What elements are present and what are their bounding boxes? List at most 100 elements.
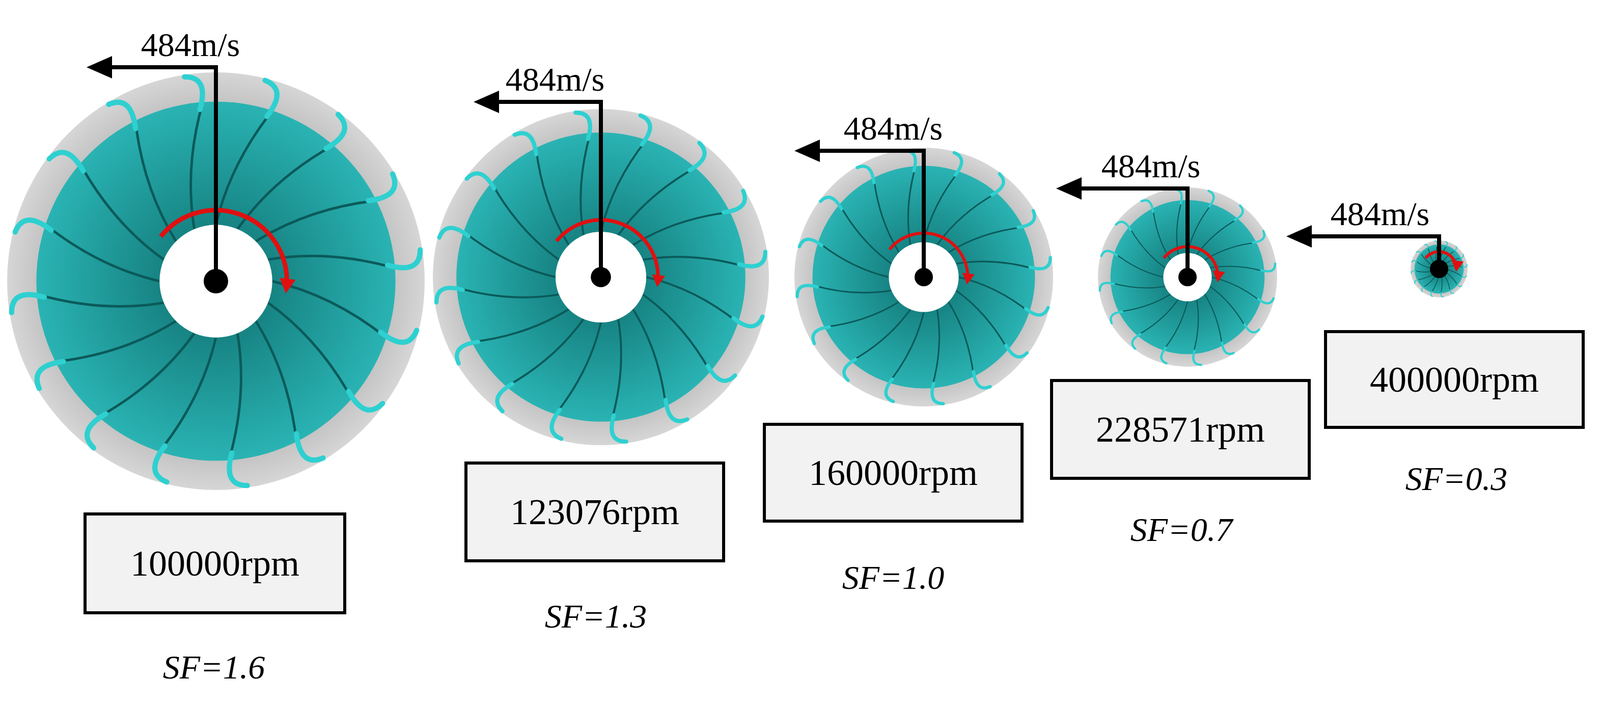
blade-edge	[536, 147, 569, 245]
blade-edge	[618, 167, 696, 235]
blade-edge	[888, 312, 924, 383]
velocity-arrow	[493, 101, 601, 278]
blade-edge	[456, 287, 560, 298]
velocity-arrowhead	[1286, 225, 1312, 248]
blade-tip	[184, 76, 203, 110]
center-dot	[1429, 259, 1449, 279]
blade-tip	[1411, 270, 1416, 274]
blade-tip	[551, 409, 562, 439]
speed-text: 160000rpm	[808, 451, 978, 494]
blade-edge	[1137, 299, 1179, 336]
turbine-wheel	[1056, 177, 1278, 367]
blade-tip	[1110, 311, 1122, 324]
blade-tip	[229, 452, 247, 486]
speed-text: 400000rpm	[1369, 358, 1539, 401]
blade-tip	[1244, 324, 1260, 333]
blade-edge	[1110, 282, 1166, 288]
blade-edge	[215, 110, 273, 225]
blade-tip	[1462, 264, 1468, 268]
blade-tip	[11, 294, 45, 313]
blade-tip	[723, 190, 746, 213]
blade-tip	[1421, 287, 1424, 292]
blade-tip	[1101, 251, 1117, 257]
blade-edge	[229, 333, 242, 460]
velocity-arrowhead	[1056, 177, 1082, 200]
blade-tip	[368, 173, 395, 201]
velocity-label: 484m/s	[1101, 146, 1201, 186]
rotation-arrow	[556, 219, 658, 276]
blade-edge	[850, 309, 911, 362]
center-dot	[914, 267, 933, 287]
blade-edge	[873, 177, 900, 253]
blade-edge	[948, 227, 1024, 253]
speed-box: 400000rpm	[1323, 329, 1585, 429]
blade-edge	[958, 277, 1030, 313]
blade-tip	[387, 249, 421, 268]
blade-tip	[1161, 347, 1167, 364]
blade-edge	[237, 145, 334, 230]
scale-factor-label: SF=0.7	[1130, 510, 1233, 549]
blade-tip	[439, 227, 469, 238]
blade-tip	[665, 399, 687, 422]
blade-edge	[272, 281, 387, 338]
blade-tip	[1459, 254, 1464, 258]
blade-tip	[37, 361, 64, 389]
blade-edge	[36, 294, 164, 307]
blade-tip	[738, 251, 766, 266]
blade-tip	[991, 173, 1004, 195]
scale-factor-label: SF=1.3	[544, 596, 647, 636]
blade-tip	[575, 112, 590, 140]
blade-tip	[436, 287, 463, 302]
blade-edge	[839, 204, 892, 264]
center-dot	[1178, 267, 1197, 287]
rotation-arrowhead	[1212, 270, 1226, 283]
blade-tip	[886, 378, 894, 402]
blade-tip	[1457, 284, 1462, 287]
blade-edge	[1204, 294, 1223, 347]
blade-tip	[973, 371, 991, 388]
scale-factor-label: SF=1.6	[162, 647, 265, 687]
velocity-label: 484m/s	[843, 108, 943, 148]
blade-tip	[1222, 342, 1234, 354]
velocity-arrowhead	[86, 56, 113, 79]
scale-factor-label: SF=0.3	[1405, 459, 1508, 499]
velocity-arrow	[1076, 188, 1188, 278]
speed-box: 160000rpm	[762, 422, 1024, 523]
blade-tip	[380, 329, 417, 342]
blade-tip	[904, 150, 916, 171]
scale-factor-label: SF=1.0	[842, 558, 945, 597]
blade-tip	[348, 391, 383, 410]
speed-text: 228571rpm	[1095, 408, 1265, 451]
blade-tip	[1141, 200, 1154, 212]
turbine-wheel	[1286, 225, 1468, 298]
blade-tip	[954, 152, 962, 176]
blade-tip	[1414, 280, 1419, 284]
blade-tip	[1430, 291, 1433, 297]
blade-edge	[936, 192, 997, 245]
blade-tip	[1099, 282, 1115, 291]
blade-tip	[1435, 240, 1438, 246]
rotation-arrowhead	[652, 274, 666, 287]
blade-edge	[98, 333, 195, 418]
blade-tip	[1424, 244, 1428, 248]
blade-tip	[87, 413, 106, 448]
blade-edge	[600, 140, 647, 232]
blade-edge	[1128, 226, 1166, 268]
blade-tip	[325, 114, 345, 149]
blade-tip	[497, 383, 513, 412]
blade-tip	[1208, 190, 1214, 207]
blade-tip	[1450, 289, 1454, 294]
blade-tip	[264, 80, 277, 117]
velocity-arrow	[106, 67, 216, 282]
center-dot	[203, 268, 229, 294]
blade-edge	[491, 182, 559, 260]
blade-tip	[820, 197, 842, 209]
blade-edge	[1209, 286, 1247, 328]
blade-tip	[857, 166, 875, 183]
blade-tip	[1416, 251, 1421, 254]
blade-edge	[1118, 294, 1171, 312]
blade-edge	[955, 290, 1008, 350]
velocity-label: 484m/s	[141, 25, 240, 65]
blade-tip	[108, 102, 136, 129]
blade-tip	[296, 433, 324, 460]
